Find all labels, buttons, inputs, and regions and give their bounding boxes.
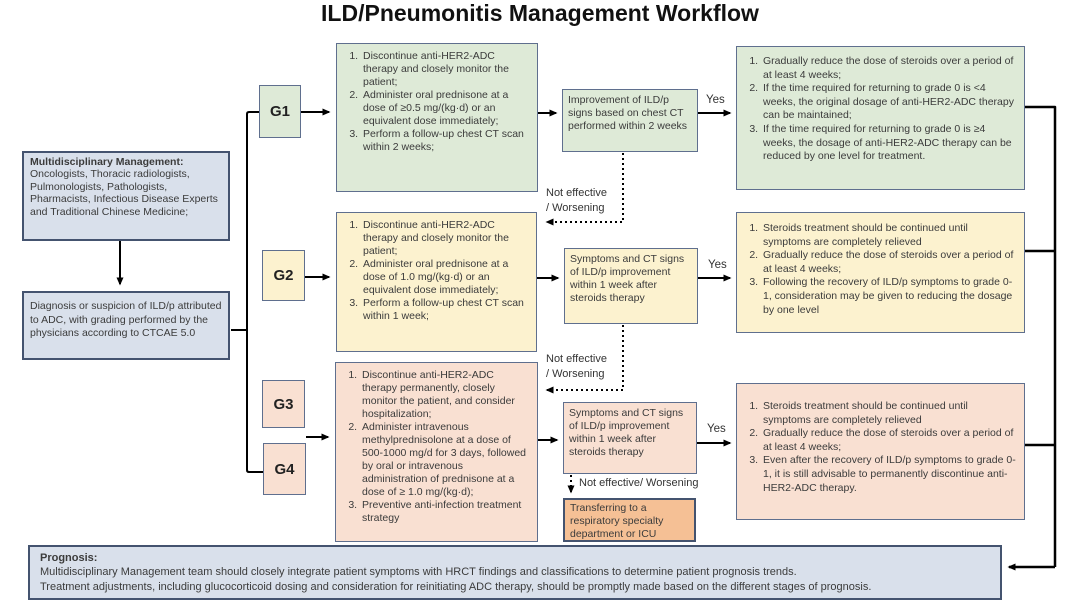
diagnosis-text: Diagnosis or suspicion of ILD/p attribut… xyxy=(30,300,222,339)
outcome-g1-item: Gradually reduce the dose of steroids ov… xyxy=(761,55,1018,82)
treatment-g1-box: Discontinue anti-HER2-ADC therapy and cl… xyxy=(336,43,538,192)
grade-g4-box: G4 xyxy=(263,443,306,495)
prognosis-line1: Multidisciplinary Management team should… xyxy=(40,566,797,579)
treatment-g2-box: Discontinue anti-HER2-ADC therapy and cl… xyxy=(336,212,537,352)
not-effective-label-g2: Not effective / Worsening xyxy=(546,352,607,382)
assessment-g1-text: Improvement of ILD/p signs based on ches… xyxy=(568,94,688,132)
outcome-g2-item: Gradually reduce the dose of steroids ov… xyxy=(761,249,1018,276)
outcome-g1-item: If the time required for returning to gr… xyxy=(761,82,1018,123)
prognosis-heading: Prognosis: xyxy=(40,552,98,564)
outcome-g2-item: Steroids treatment should be continued u… xyxy=(761,222,1018,249)
outcome-g2-box: Steroids treatment should be continued u… xyxy=(736,212,1025,333)
transfer-icu-text: Transferring to a respiratory specialty … xyxy=(570,502,664,540)
treatment-g2-item: Discontinue anti-HER2-ADC therapy and cl… xyxy=(361,219,530,258)
multidisciplinary-body: Oncologists, Thoracic radiologists, Pulm… xyxy=(30,168,218,218)
assessment-g34-box: Symptoms and CT signs of ILD/p improveme… xyxy=(563,402,697,474)
treatment-g34-item: Administer intravenous methylprednisolon… xyxy=(360,421,531,499)
treatment-g34-box: Discontinue anti-HER2-ADC therapy perman… xyxy=(335,362,538,542)
treatment-g1-item: Perform a follow-up chest CT scan within… xyxy=(361,128,531,154)
transfer-icu-box: Transferring to a respiratory specialty … xyxy=(563,498,696,542)
bracket-grades xyxy=(231,111,263,473)
line-outcomes-collector xyxy=(1025,105,1057,567)
not-effective-line2: / Worsening xyxy=(546,368,605,380)
treatment-g2-item: Perform a follow-up chest CT scan within… xyxy=(361,297,530,323)
grade-g3-box: G3 xyxy=(262,380,305,428)
diagnosis-box: Diagnosis or suspicion of ILD/p attribut… xyxy=(22,291,230,360)
outcome-g2-item: Following the recovery of ILD/p symptoms… xyxy=(761,276,1018,317)
prognosis-box: Prognosis: Multidisciplinary Management … xyxy=(28,545,1002,600)
treatment-g34-item: Discontinue anti-HER2-ADC therapy perman… xyxy=(360,369,531,421)
outcome-g34-item: Steroids treatment should be continued u… xyxy=(761,400,1018,427)
outcome-g1-item: If the time required for returning to gr… xyxy=(761,123,1018,164)
not-effective-label-g1: Not effective / Worsening xyxy=(546,186,607,216)
yes-label-g2: Yes xyxy=(708,259,727,271)
not-effective-line2: / Worsening xyxy=(546,202,605,214)
not-effective-label-g34: Not effective/ Worsening xyxy=(579,477,699,489)
grade-g1-box: G1 xyxy=(259,85,301,138)
grade-g2-box: G2 xyxy=(262,250,305,301)
not-effective-line1: Not effective xyxy=(546,187,607,199)
yes-label-g34: Yes xyxy=(707,423,726,435)
grade-g2-label: G2 xyxy=(273,267,294,284)
outcome-g34-item: Gradually reduce the dose of steroids ov… xyxy=(761,427,1018,454)
grade-g1-label: G1 xyxy=(269,103,290,120)
treatment-g34-item: Preventive anti-infection treatment stra… xyxy=(360,499,531,525)
yes-label-g1: Yes xyxy=(706,94,725,106)
treatment-g1-item: Discontinue anti-HER2-ADC therapy and cl… xyxy=(361,50,531,89)
assessment-g34-text: Symptoms and CT signs of ILD/p improveme… xyxy=(569,407,684,458)
treatment-g2-item: Administer oral prednisone at a dose of … xyxy=(361,258,530,297)
grade-g3-label: G3 xyxy=(273,395,294,413)
page-title: ILD/Pneumonitis Management Workflow xyxy=(321,0,759,26)
treatment-g1-item: Administer oral prednisone at a dose of … xyxy=(361,89,531,128)
multidisciplinary-heading: Multidisciplinary Management: xyxy=(30,156,184,168)
outcome-g1-box: Gradually reduce the dose of steroids ov… xyxy=(736,46,1025,190)
outcome-g34-item: Even after the recovery of ILD/p symptom… xyxy=(761,454,1018,495)
prognosis-line2: Treatment adjustments, including glucoco… xyxy=(40,580,872,593)
outcome-g34-box: Steroids treatment should be continued u… xyxy=(736,383,1025,520)
multidisciplinary-management-box: Multidisciplinary Management: Oncologist… xyxy=(22,151,230,241)
not-effective-line1: Not effective xyxy=(546,353,607,365)
assessment-g2-box: Symptoms and CT signs of ILD/p improveme… xyxy=(564,248,698,324)
grade-g4-label: G4 xyxy=(274,460,295,478)
assessment-g1-box: Improvement of ILD/p signs based on ches… xyxy=(562,89,698,152)
assessment-g2-text: Symptoms and CT signs of ILD/p improveme… xyxy=(570,253,685,304)
